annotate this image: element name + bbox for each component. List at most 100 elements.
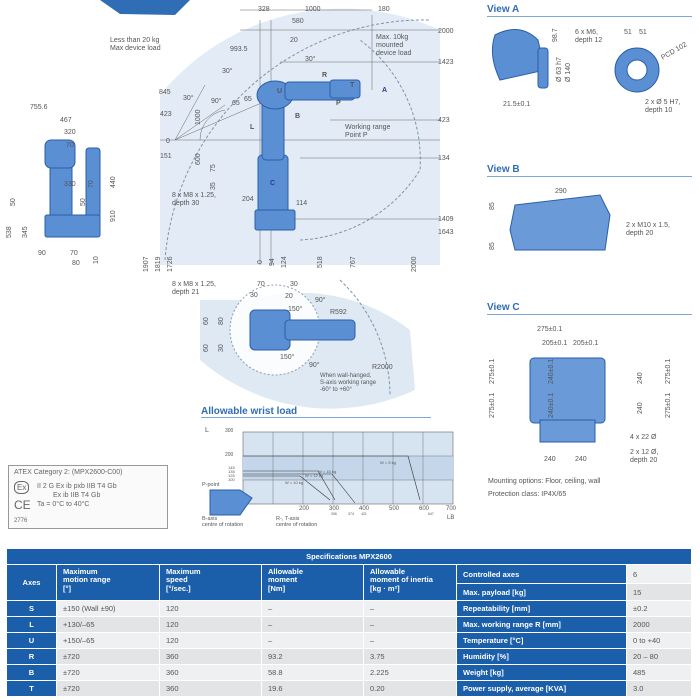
rt-axis-label: R-, T-axis centre of rotation: [276, 516, 318, 529]
series-label: W = 5 kg: [380, 460, 396, 465]
dim: 1000: [195, 109, 202, 125]
y-unit: L: [205, 427, 209, 434]
dim: 240: [637, 402, 644, 414]
axis-label-u: U: [277, 88, 283, 95]
inertia-cell: –: [363, 632, 457, 649]
x-tick: 200: [299, 506, 310, 512]
dim: 70: [70, 250, 78, 257]
dim: 90°: [309, 362, 320, 369]
view-c-title: View C: [487, 302, 692, 315]
speed-cell: 120: [159, 616, 262, 633]
prop-label: Weight [kg]: [456, 664, 627, 681]
moment-cell: 93.2: [261, 648, 364, 665]
speed-cell: 120: [159, 632, 262, 649]
inertia-cell: 2.225: [363, 664, 457, 681]
working-range-area: [160, 8, 440, 266]
moment-cell: 19.6: [261, 680, 364, 697]
dim: 75: [210, 164, 217, 172]
moment-cell: –: [261, 616, 364, 633]
x-mark: 421: [361, 512, 367, 516]
dim: 180: [378, 6, 390, 13]
device-load-note: Less than 20 kg Max device load: [110, 37, 161, 53]
dim: 1726: [167, 256, 174, 272]
series-label: W = 10 kg: [285, 480, 304, 485]
dim: 275±0.1: [489, 358, 496, 384]
point-p: P: [336, 100, 341, 107]
dim: 1643: [438, 229, 454, 236]
dim: 240±0.1: [548, 358, 555, 384]
prop-value: 20 – 80: [626, 648, 692, 665]
dim: 51: [639, 29, 647, 36]
dim: 50: [80, 198, 87, 206]
col-range: Maximum motion range [°]: [56, 564, 160, 601]
view-a-arrow: A: [382, 87, 388, 94]
dim: 30: [250, 292, 258, 299]
dim: 90°: [211, 98, 222, 105]
view-c-drawing: [529, 357, 606, 443]
axis-label-r: R: [322, 72, 328, 79]
dim: 70: [66, 142, 74, 149]
dim: 205±0.1: [542, 340, 568, 347]
bolts-note: 8 x M8 x 1.25, depth 21: [172, 281, 216, 297]
dim: 240: [575, 456, 587, 463]
axis-label-b: B: [295, 113, 301, 120]
axis-cell: U: [6, 632, 57, 649]
dim: 65: [244, 96, 252, 103]
drawing-graphics: [44, 0, 660, 443]
dim: 90°: [315, 297, 326, 304]
axis-cell: B: [6, 664, 57, 681]
prop-label: Repeatability [mm]: [456, 600, 627, 617]
dim: 70: [257, 281, 265, 288]
dim: 1907: [143, 256, 150, 272]
dim: 328: [258, 6, 270, 13]
dim: 90: [38, 250, 46, 257]
range-cell: ±720: [56, 664, 160, 681]
dim: 600: [195, 153, 202, 165]
dim: 240: [544, 456, 556, 463]
dim: 30°: [305, 56, 316, 63]
speed-cell: 360: [159, 648, 262, 665]
atex-number: 2776: [14, 518, 28, 524]
dim: 80: [218, 317, 225, 325]
dim: 993.5: [230, 46, 248, 53]
prop-label: Temperature [°C]: [456, 632, 627, 649]
x-tick: 500: [389, 506, 400, 512]
col-speed: Maximum speed [°/sec.]: [159, 564, 262, 601]
wall-note: When wall-hanged, S-axis working range -…: [320, 373, 377, 393]
view-a-drawing: [491, 29, 660, 93]
y-tick: 145: [228, 465, 235, 470]
dim: 70: [88, 180, 95, 188]
robot-front-view: [44, 139, 101, 238]
dim: 35: [210, 182, 217, 190]
y-tick: 100: [228, 477, 235, 482]
dim: 134: [438, 155, 450, 162]
x-mark: 374: [348, 512, 354, 516]
prop-value: 0 to +40: [626, 632, 692, 649]
view-b-title: View B: [487, 164, 692, 177]
x-tick: 300: [329, 506, 340, 512]
dim: 30°: [183, 95, 194, 102]
inertia-cell: –: [363, 616, 457, 633]
axis-cell: L: [6, 616, 57, 633]
m10-note: 2 x M10 x 1.5, depth 20: [626, 222, 670, 238]
dim: 80: [72, 260, 80, 267]
moment-cell: –: [261, 632, 364, 649]
ex-mark: Ex: [14, 481, 30, 494]
m6-note: 6 x M6, depth 12: [575, 29, 603, 45]
b-axis-label: B-axis centre of rotation: [202, 516, 244, 529]
dim: 94: [269, 258, 276, 266]
wrist-load-title: Allowable wrist load: [201, 406, 431, 418]
dim: 98.7: [552, 28, 559, 42]
dim: 755.6: [30, 104, 48, 111]
dim: 50: [10, 198, 17, 206]
table-row: T ±720 360 19.6 0.20 Power supply, avera…: [6, 680, 692, 697]
dim: 85: [489, 242, 496, 250]
dim: 30: [218, 344, 225, 352]
dim: Ø 140: [565, 62, 572, 82]
y-tick: 300: [225, 428, 234, 434]
inertia-cell: 0.20: [363, 680, 457, 697]
working-range-note: Working range Point P: [345, 124, 391, 140]
dim: 518: [317, 256, 324, 268]
p-point-label: P-point: [202, 482, 220, 488]
mounting-options: Mounting options: Floor, ceiling, wall: [488, 478, 601, 485]
